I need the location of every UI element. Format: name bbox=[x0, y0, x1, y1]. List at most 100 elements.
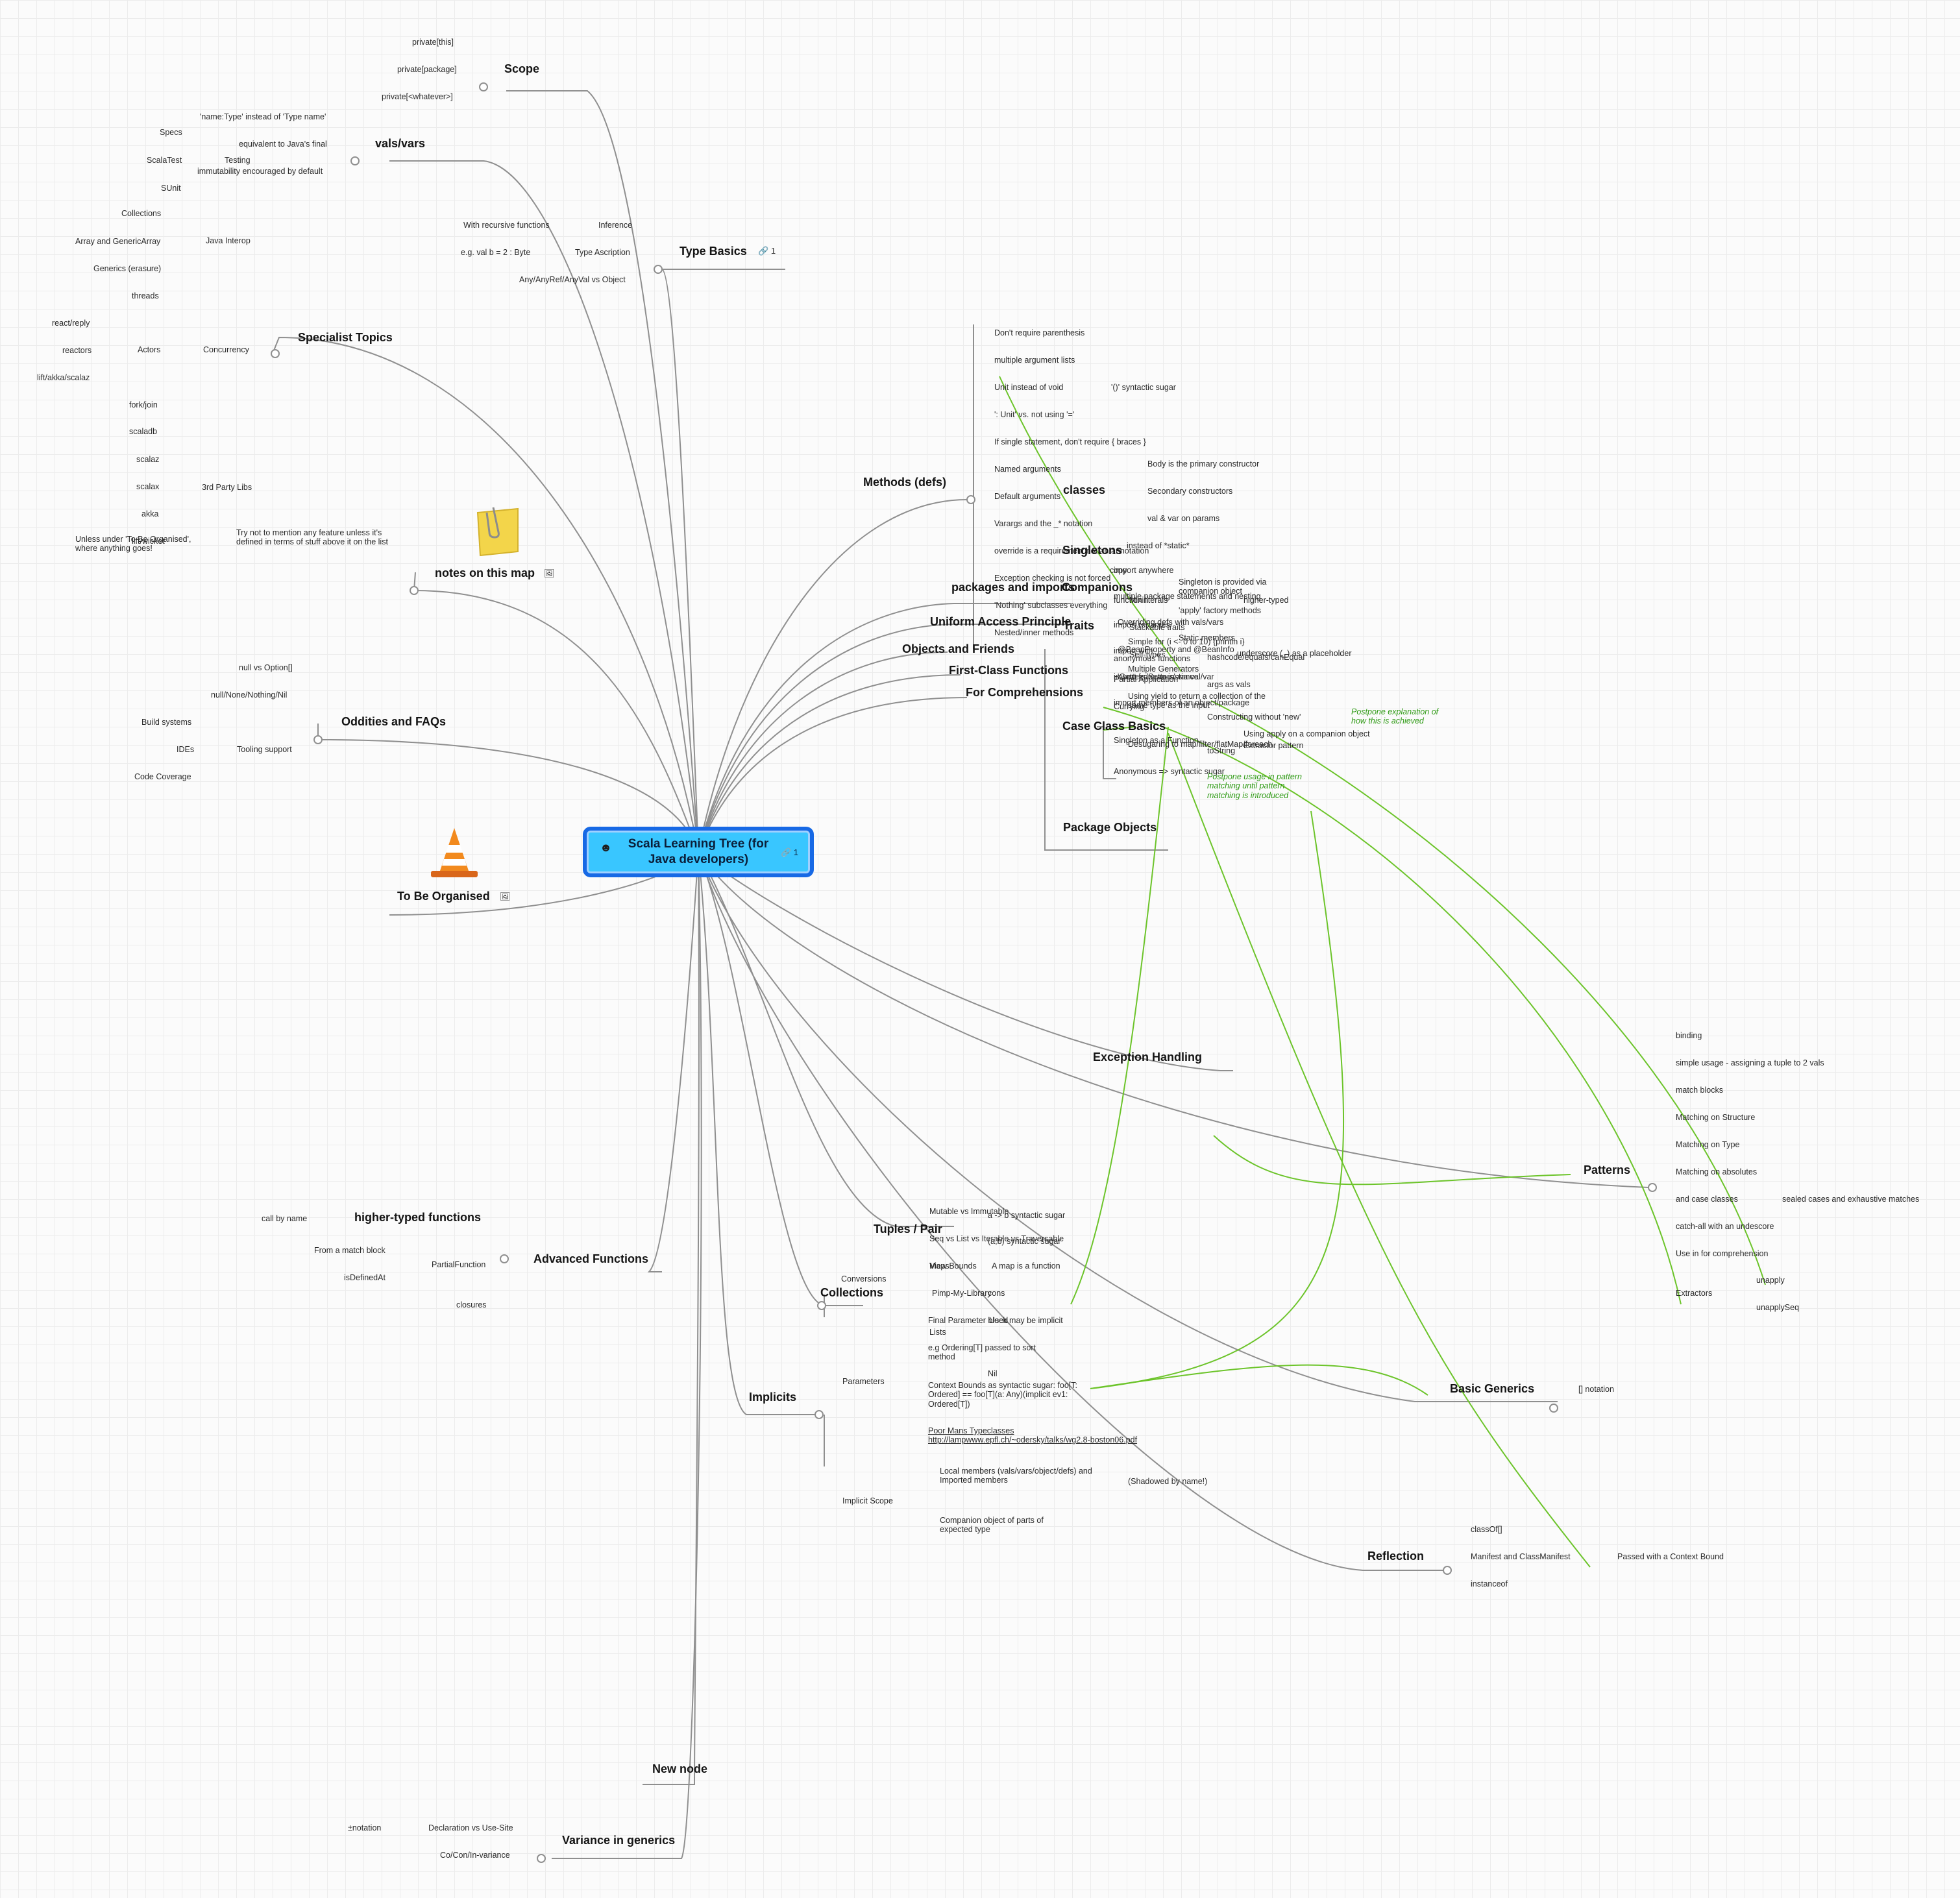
topic-case-class[interactable]: Case Class Basics bbox=[1062, 720, 1166, 733]
interop-item[interactable]: Array and GenericArray bbox=[75, 237, 161, 246]
methods-unit-sub[interactable]: '()' syntactic sugar bbox=[1111, 383, 1176, 392]
lib-item[interactable]: scaladb bbox=[129, 427, 158, 436]
lib-item[interactable]: lift/wicket bbox=[132, 537, 165, 546]
topic-collections[interactable]: Collections bbox=[820, 1286, 884, 1299]
implicits-conversions[interactable]: Conversions bbox=[841, 1274, 887, 1284]
patterns-item[interactable]: Use in for comprehension bbox=[1676, 1249, 1769, 1258]
methods-item[interactable]: override is a requirement not an annotat… bbox=[994, 546, 1149, 555]
advanced-partial[interactable]: PartialFunction bbox=[432, 1260, 486, 1269]
oddities-tooling[interactable]: Tooling support bbox=[237, 745, 292, 754]
companions-item[interactable]: Singleton is provided via companion obje… bbox=[1179, 578, 1267, 596]
collections-item[interactable]: Lists bbox=[929, 1328, 946, 1337]
patterns-item[interactable]: Matching on Type bbox=[1676, 1140, 1740, 1149]
first-class-item[interactable]: Anonymous => syntactic sugar bbox=[1114, 767, 1225, 776]
lists-sub[interactable]: cons bbox=[988, 1289, 1005, 1298]
methods-item[interactable]: Default arguments bbox=[994, 492, 1061, 501]
topic-new-node[interactable]: New node bbox=[652, 1762, 708, 1775]
topic-companions[interactable]: Companions bbox=[1062, 581, 1133, 594]
packages-item[interactable]: import renames bbox=[1114, 620, 1170, 629]
concurrency-item[interactable]: threads bbox=[132, 291, 159, 300]
link-icon[interactable]: 🔗 1 bbox=[780, 847, 798, 857]
specialist-interop[interactable]: Java Interop bbox=[206, 236, 251, 245]
tooling-item[interactable]: Code Coverage bbox=[134, 772, 191, 781]
extractor-item[interactable]: unapply bbox=[1756, 1276, 1785, 1285]
hof-item[interactable]: call by name bbox=[262, 1214, 308, 1223]
case-item[interactable]: toString bbox=[1207, 746, 1236, 755]
patterns-item[interactable]: simple usage - assigning a tuple to 2 va… bbox=[1676, 1058, 1824, 1067]
specialist-concurrency[interactable]: Concurrency bbox=[203, 345, 249, 354]
topic-type-basics[interactable]: Type Basics bbox=[680, 245, 747, 258]
topic-exception-handling[interactable]: Exception Handling bbox=[1093, 1051, 1203, 1064]
packages-item[interactable]: multiple package statements and nesting bbox=[1114, 592, 1261, 601]
collections-item[interactable]: Mutable vs Immutable bbox=[929, 1207, 1009, 1216]
type-inference[interactable]: Inference bbox=[598, 221, 633, 230]
topic-uap[interactable]: Uniform Access Principle bbox=[930, 615, 1072, 628]
notes-item[interactable]: Try not to mention any feature unless it… bbox=[236, 528, 388, 547]
reflection-item[interactable]: classOf[] bbox=[1471, 1525, 1502, 1534]
first-class-item[interactable]: Partial Application bbox=[1114, 675, 1179, 684]
variance-item[interactable]: Declaration vs Use-Site bbox=[428, 1823, 513, 1832]
patterns-item[interactable]: Matching on Structure bbox=[1676, 1113, 1756, 1122]
first-class-item[interactable]: function literals bbox=[1114, 596, 1168, 605]
methods-item[interactable]: Nested/inner methods bbox=[994, 628, 1074, 637]
methods-item[interactable]: Named arguments bbox=[994, 465, 1061, 474]
oddities-item[interactable]: null/None/Nothing/Nil bbox=[211, 690, 288, 700]
notes-sub[interactable]: Unless under 'To Be Organised', where an… bbox=[75, 535, 191, 554]
reflection-item[interactable]: instanceof bbox=[1471, 1579, 1508, 1588]
lib-item[interactable]: akka bbox=[141, 509, 159, 518]
specialist-libs[interactable]: 3rd Party Libs bbox=[202, 483, 252, 492]
interop-item[interactable]: Generics (erasure) bbox=[93, 264, 162, 273]
topic-advanced-functions[interactable]: Advanced Functions bbox=[533, 1252, 649, 1265]
methods-item[interactable]: 'Nothing' subclasses everything bbox=[994, 601, 1108, 610]
vals-item[interactable]: equivalent to Java's final bbox=[239, 140, 327, 149]
patterns-case-sub[interactable]: sealed cases and exhaustive matches bbox=[1782, 1195, 1920, 1204]
advanced-closures[interactable]: closures bbox=[456, 1300, 487, 1309]
param-item[interactable]: e.g Ordering[T] passed to sort method bbox=[928, 1343, 1036, 1362]
case-item[interactable]: hashcode/equals/canEqual bbox=[1207, 653, 1305, 662]
scope-sub[interactable]: (Shadowed by name!) bbox=[1128, 1477, 1208, 1486]
topic-packages[interactable]: packages and imports bbox=[951, 581, 1075, 594]
for-item[interactable]: Simple for (i <- 0 to 10) {println i} bbox=[1128, 637, 1245, 646]
topic-vals-vars[interactable]: vals/vars bbox=[375, 137, 426, 150]
variance-sub[interactable]: ±notation bbox=[348, 1823, 382, 1832]
scope-item[interactable]: private[package] bbox=[397, 65, 457, 74]
topic-objects[interactable]: Objects and Friends bbox=[902, 642, 1015, 655]
topic-tuples[interactable]: Tuples / Pair bbox=[874, 1223, 942, 1235]
topic-for-comprehensions[interactable]: For Comprehensions bbox=[966, 686, 1084, 699]
topic-oddities[interactable]: Oddities and FAQs bbox=[341, 715, 447, 728]
actors-item[interactable]: lift/akka/scalaz bbox=[37, 373, 90, 382]
topic-basic-generics[interactable]: Basic Generics bbox=[1450, 1382, 1535, 1395]
interop-item[interactable]: Collections bbox=[121, 209, 162, 218]
packages-item[interactable]: import anywhere bbox=[1114, 566, 1174, 575]
collections-item[interactable]: Nil bbox=[988, 1369, 998, 1378]
testing-item[interactable]: Specs bbox=[160, 128, 182, 137]
traits-item[interactable]: higher-typed bbox=[1243, 596, 1289, 605]
type-ascription[interactable]: Type Ascription bbox=[575, 248, 630, 257]
patterns-item[interactable]: match blocks bbox=[1676, 1086, 1723, 1095]
conv-item[interactable]: View Bounds bbox=[929, 1261, 977, 1271]
topic-package-objects[interactable]: Package Objects bbox=[1063, 821, 1157, 834]
patterns-item[interactable]: Extractors bbox=[1676, 1289, 1713, 1298]
lib-item[interactable]: scalaz bbox=[136, 455, 160, 464]
reflection-item[interactable]: Manifest and ClassManifest bbox=[1471, 1552, 1571, 1561]
topic-notes[interactable]: notes on this map bbox=[435, 566, 535, 579]
tooling-item[interactable]: Build systems bbox=[141, 718, 192, 727]
concurrency-item[interactable]: Actors bbox=[138, 345, 161, 354]
packages-item[interactable]: import from an instance bbox=[1114, 672, 1199, 681]
traits-item[interactable]: Self-types bbox=[1129, 650, 1166, 659]
scope-item[interactable]: Local members (vals/vars/object/defs) an… bbox=[940, 1466, 1092, 1485]
maps-sub[interactable]: A map is a function bbox=[992, 1261, 1060, 1271]
link-icon[interactable]: 🔗 1 bbox=[758, 246, 776, 256]
partial-item[interactable]: From a match block bbox=[314, 1246, 386, 1255]
classes-item[interactable]: Secondary constructors bbox=[1147, 487, 1233, 496]
for-item[interactable]: Multiple Generators bbox=[1128, 664, 1199, 674]
topic-first-class[interactable]: First-Class Functions bbox=[949, 664, 1069, 677]
packages-item[interactable]: import members of an object/package bbox=[1114, 698, 1250, 707]
methods-item[interactable]: multiple argument lists bbox=[994, 356, 1075, 365]
topic-reflection[interactable]: Reflection bbox=[1367, 1550, 1425, 1563]
specialist-testing[interactable]: Testing bbox=[225, 156, 251, 165]
topic-to-be-organised[interactable]: To Be Organised bbox=[397, 890, 490, 903]
type-recursive[interactable]: With recursive functions bbox=[463, 221, 550, 230]
type-ascription-example[interactable]: e.g. val b = 2 : Byte bbox=[461, 248, 531, 257]
case-item[interactable]: Constructing without 'new' bbox=[1207, 712, 1301, 722]
